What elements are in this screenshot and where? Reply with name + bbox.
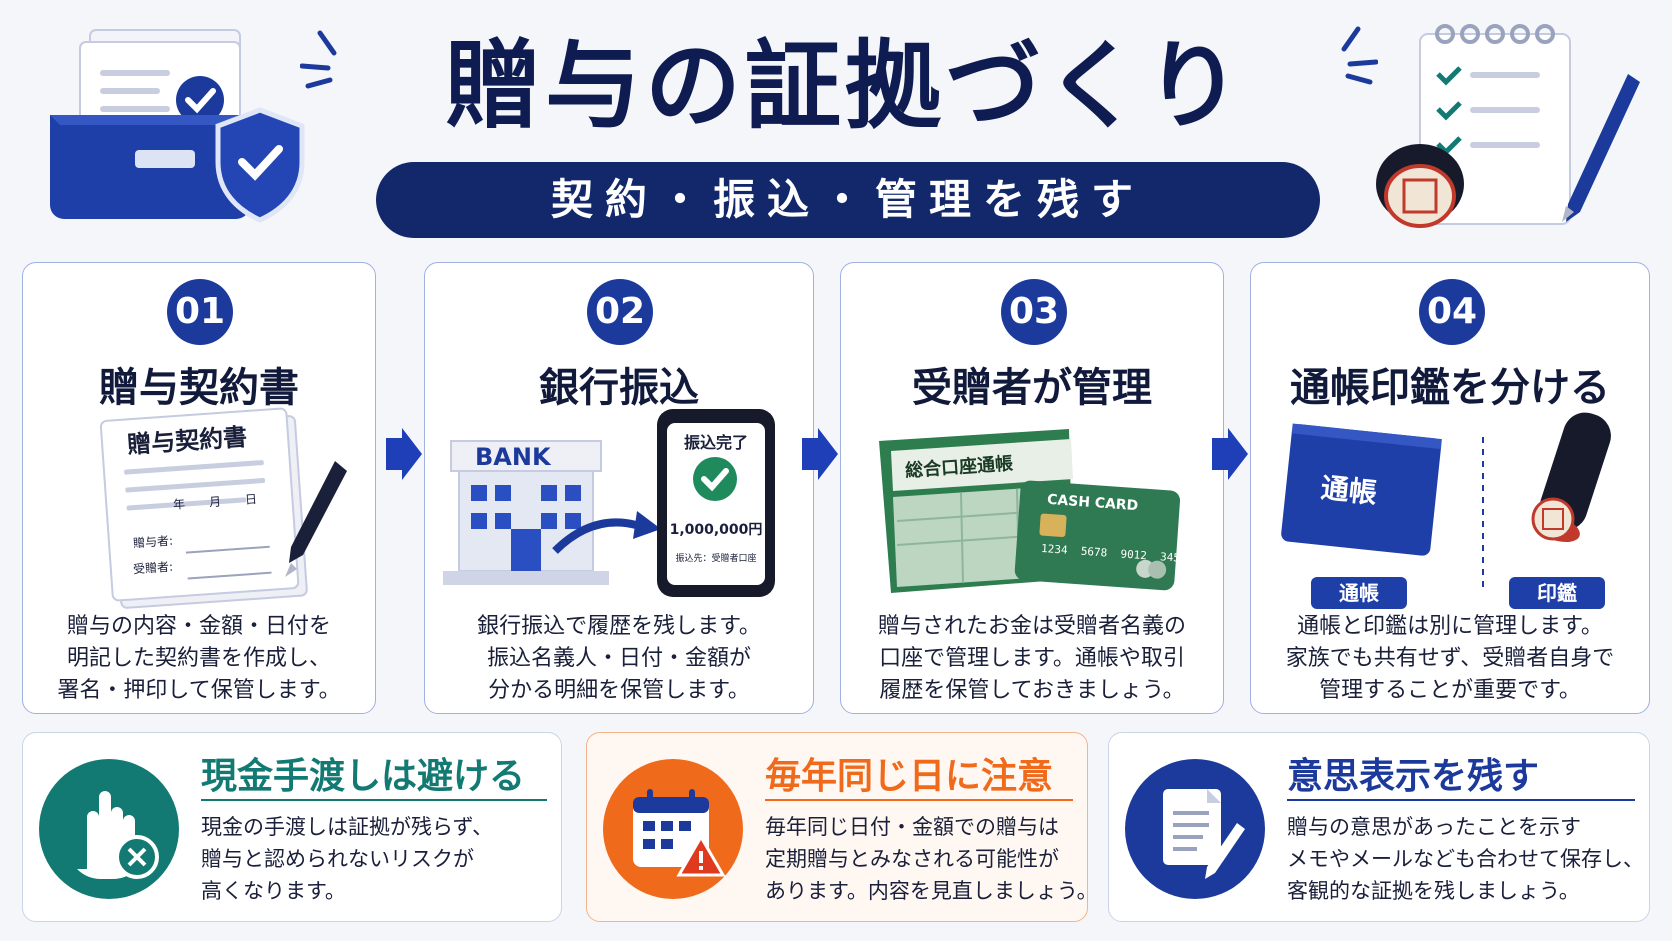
step-description: 銀行振込で履歴を残します。 振込名義人・日付・金額が 分かる明細を保管します。	[477, 614, 761, 703]
tip-description: 現金の手渡しは証拠が残らず、 贈与と認められないリスクが 高くなります。	[201, 815, 494, 903]
page-subtitle: 契約・振込・管理を残す	[376, 162, 1320, 238]
step-description: 贈与の内容・金額・日付を 明記した契約書を作成し、 署名・押印して保管します。	[57, 614, 341, 703]
step-card-4: 04 通帳印鑑を分ける 通帳 通帳 印鑑 通帳と印鑑は別に管理します。 家族でも…	[1250, 262, 1650, 714]
contract-document-illustration: 贈与契約書 年 月 日 贈与者: 受贈者:	[23, 401, 375, 611]
step-card-2: 02 銀行振込 BANK 振込完了 1,000,000円 振込先：受贈者口座 銀…	[424, 262, 814, 714]
step-card-1: 01 贈与契約書 贈与契約書 年 月 日 贈与者: 受贈者: 贈与の内容・金額・…	[22, 262, 376, 714]
contract-donor-label: 贈与者:	[132, 533, 174, 551]
checklist-pen-seal-icon	[1376, 24, 1640, 228]
passbook-seal-illustration: 通帳 通帳 印鑑	[1251, 401, 1649, 611]
bank-label: BANK	[475, 443, 551, 471]
step-number-badge: 04	[1419, 279, 1485, 345]
calendar-warning-icon	[603, 759, 743, 899]
tip-divider	[201, 799, 547, 801]
step-title: 銀行振込	[539, 365, 699, 411]
step-number-badge: 03	[1001, 279, 1067, 345]
seal-tag: 印鑑	[1509, 577, 1605, 609]
step-title: 受贈者が管理	[912, 365, 1152, 411]
step-description: 贈与されたお金は受贈者名義の 口座で管理します。通帳や取引 履歴を保管しておきま…	[877, 614, 1186, 703]
spark-left-icon	[300, 30, 337, 89]
page-title: 贈与の証拠づくり	[445, 30, 1245, 142]
tip-card-avoid-cash: 現金手渡しは避ける 現金の手渡しは証拠が残らず、 贈与と認められないリスクが 高…	[22, 732, 562, 922]
passbook-tag: 通帳	[1311, 577, 1407, 609]
tip-card-same-day: 毎年同じ日に注意 毎年同じ日付・金額での贈与は 定期贈与とみなされる可能性が あ…	[586, 732, 1098, 922]
transfer-status: 振込完了	[683, 433, 748, 452]
tip-title: 現金手渡しは避ける	[201, 756, 526, 797]
step-description: 通帳と印鑑は別に管理します。 家族でも共有せず、受贈者自身で 管理することが重要…	[1285, 614, 1615, 703]
tip-description: 毎年同じ日付・金額での贈与は 定期贈与とみなされる可能性が あります。内容を見直…	[765, 815, 1098, 903]
tip-divider	[765, 799, 1073, 801]
tip-title: 毎年同じ日に注意	[765, 756, 1054, 797]
bank-transfer-illustration: BANK 振込完了 1,000,000円 振込先：受贈者口座	[425, 401, 813, 611]
tip-description: 贈与の意思があったことを示す メモやメールなども合わせて保存し、 客観的な証拠を…	[1287, 815, 1644, 903]
step-number-badge: 02	[587, 279, 653, 345]
document-tray-shield-icon	[50, 29, 305, 223]
transfer-amount: 1,000,000円	[669, 522, 763, 538]
step-card-3: 03 受贈者が管理 総合口座通帳 CASH CARD 1234 5678 901…	[840, 262, 1224, 714]
tip-title: 意思表示を残す	[1287, 756, 1540, 797]
transfer-recipient: 振込先：受贈者口座	[675, 554, 757, 564]
arrow-right-icon	[802, 428, 838, 480]
passbook-card-illustration: 総合口座通帳 CASH CARD 1234 5678 9012 3456	[841, 401, 1223, 611]
tip-divider	[1287, 799, 1635, 801]
document-pen-icon	[1125, 759, 1265, 899]
passbook-title: 通帳	[1319, 471, 1379, 510]
hand-stop-icon	[39, 759, 179, 899]
step-number-badge: 01	[167, 279, 233, 345]
step-title: 通帳印鑑を分ける	[1290, 365, 1610, 411]
contract-donee-label: 受贈者:	[132, 559, 174, 577]
spark-right-icon	[1341, 26, 1378, 85]
tip-card-intention: 意思表示を残す 贈与の意思があったことを示す メモやメールなども合わせて保存し、…	[1108, 732, 1650, 922]
step-title: 贈与契約書	[99, 365, 299, 411]
arrow-right-icon	[1212, 428, 1248, 480]
arrow-right-icon	[386, 428, 422, 480]
